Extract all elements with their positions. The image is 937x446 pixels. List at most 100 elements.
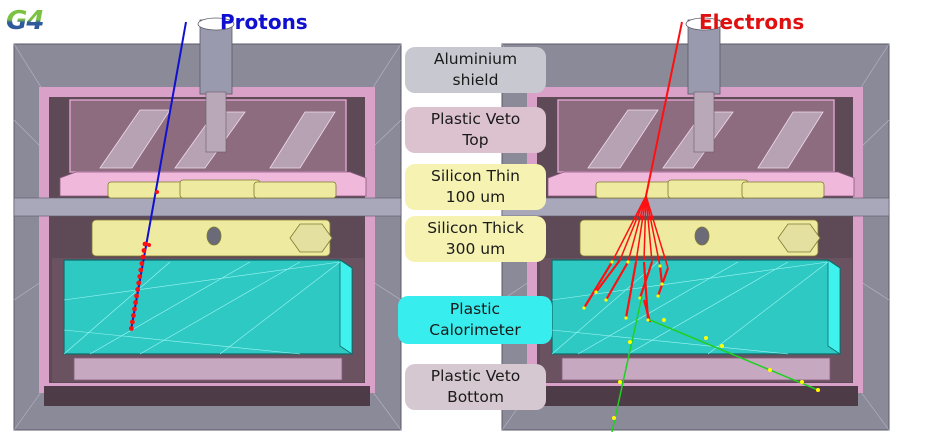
label-aluminium-shield: Aluminium shield — [405, 47, 546, 93]
column-inner-electrons — [693, 91, 715, 153]
strut-2 — [269, 111, 336, 169]
bottom-base-electrons — [532, 386, 858, 406]
silicon-thick-hex-mount — [777, 223, 821, 253]
calorimeter-edge-1 — [577, 261, 739, 355]
proton-step-2 — [140, 254, 146, 260]
shield-edge-2 — [13, 387, 45, 431]
silicon-thin-layer-electrons — [595, 179, 825, 199]
detector-electrons — [501, 17, 890, 431]
electron-sub-track-2 — [605, 261, 629, 301]
plastic-veto-bottom-plate-protons — [73, 357, 343, 381]
silicon-thick-layer-electrons — [579, 219, 821, 257]
calorimeter-edge-0 — [551, 261, 659, 355]
proton-step-9 — [133, 300, 138, 305]
electron-shower-branch-2 — [627, 195, 647, 263]
proton-step-8 — [134, 293, 140, 299]
calorimeter-wireframe-electrons — [551, 261, 829, 355]
electron-step-3 — [624, 316, 628, 320]
shield-edge-5 — [857, 119, 890, 151]
proton-step-3 — [139, 261, 145, 266]
plastic-calorimeter-block-protons — [63, 259, 353, 355]
silicon-thin-wafer-0 — [595, 181, 677, 199]
shield-edge-3 — [369, 387, 402, 431]
protons-title: Protons — [220, 10, 308, 34]
gamma-step-5 — [816, 388, 820, 392]
gamma-step-4 — [800, 380, 804, 384]
plastic-veto-bottom-plate-electrons — [561, 357, 831, 381]
electron-step-6 — [660, 282, 664, 286]
column-inner-protons — [205, 91, 227, 153]
electron-step-1 — [594, 290, 598, 294]
shield-edge-3 — [857, 387, 890, 431]
electron-shower-branch-6 — [645, 195, 661, 267]
gamma-step-8 — [612, 416, 616, 420]
calorimeter-edge-0 — [63, 261, 171, 355]
electron-step-10 — [658, 264, 662, 268]
calorimeter-side-face-protons — [339, 259, 353, 355]
calorimeter-side-face-electrons — [827, 259, 841, 355]
silicon-thin-wafer-0 — [107, 181, 189, 199]
gamma-step-7 — [618, 380, 622, 384]
bottom-base-protons — [44, 386, 370, 406]
gamma-step-2 — [720, 344, 724, 348]
shield-edge-0 — [13, 43, 45, 93]
proton-step-1 — [141, 248, 147, 253]
electron-step-7 — [656, 294, 660, 298]
electron-shower-branch-3 — [635, 195, 647, 263]
electron-shower-branch-1 — [619, 195, 647, 261]
calorimeter-edge-3 — [219, 261, 341, 355]
electron-step-8 — [610, 260, 614, 264]
silicon-thick-hole — [694, 226, 710, 246]
silicon-thin-wafer-2 — [253, 181, 337, 199]
strut-2 — [757, 111, 824, 169]
gamma-step-3 — [768, 368, 772, 372]
electron-shower-branch-7 — [645, 195, 669, 269]
label-silicon-thin: Silicon Thin 100 um — [405, 164, 546, 210]
gamma-track-down — [611, 295, 643, 433]
gamma-track-right — [649, 319, 819, 391]
proton-step-4 — [138, 267, 144, 273]
electron-primary-track — [645, 21, 683, 197]
proton-step-11 — [131, 313, 136, 318]
electron-sub-track-1 — [595, 259, 621, 293]
shield-edge-1 — [369, 43, 402, 93]
calorimeter-edge-2 — [627, 261, 789, 355]
electron-shower-branch-4 — [643, 195, 647, 261]
calorimeter-edge-1 — [89, 261, 251, 355]
detector-protons — [13, 17, 402, 431]
label-silicon-thick: Silicon Thick 300 um — [405, 216, 546, 262]
proton-step-7 — [135, 287, 141, 292]
silicon-thin-wafer-2 — [741, 181, 825, 199]
strut-0 — [587, 109, 659, 169]
support-column-protons — [199, 19, 233, 95]
calorimeter-edge-5 — [551, 329, 789, 355]
electron-sub-track-8 — [642, 299, 652, 323]
proton-step-12 — [130, 319, 135, 325]
shield-edge-5 — [369, 119, 402, 151]
proton-tracks — [128, 21, 187, 331]
shield-edge-1 — [857, 43, 890, 93]
shield-edge-7 — [857, 279, 890, 301]
electron-sub-track-5 — [638, 261, 654, 299]
electron-step-4 — [646, 318, 650, 322]
calorimeter-edge-4 — [551, 261, 829, 301]
label-plastic-veto-top: Plastic Veto Top — [405, 107, 546, 153]
silicon-thick-layer-protons — [91, 219, 333, 257]
proton-step-0 — [142, 241, 148, 247]
column-top-electrons — [685, 17, 723, 31]
proton-step-silicon-thin — [155, 190, 159, 194]
shield-shelf-electrons — [501, 197, 890, 217]
silicon-thick-hex-mount — [289, 223, 333, 253]
shield-shelf-protons — [13, 197, 402, 217]
silicon-thick-hole — [206, 226, 222, 246]
calorimeter-edge-2 — [139, 261, 301, 355]
silicon-thin-layer-protons — [107, 179, 337, 199]
label-plastic-calorimeter: Plastic Calorimeter — [398, 296, 552, 344]
electron-shower-branch-0 — [611, 195, 647, 263]
proton-step-13 — [128, 326, 134, 331]
gamma-tracks — [611, 295, 820, 433]
proton-step-silicon-thick — [147, 243, 151, 247]
proton-step-5 — [137, 274, 143, 279]
g4-logo-text: G4 — [6, 6, 44, 36]
